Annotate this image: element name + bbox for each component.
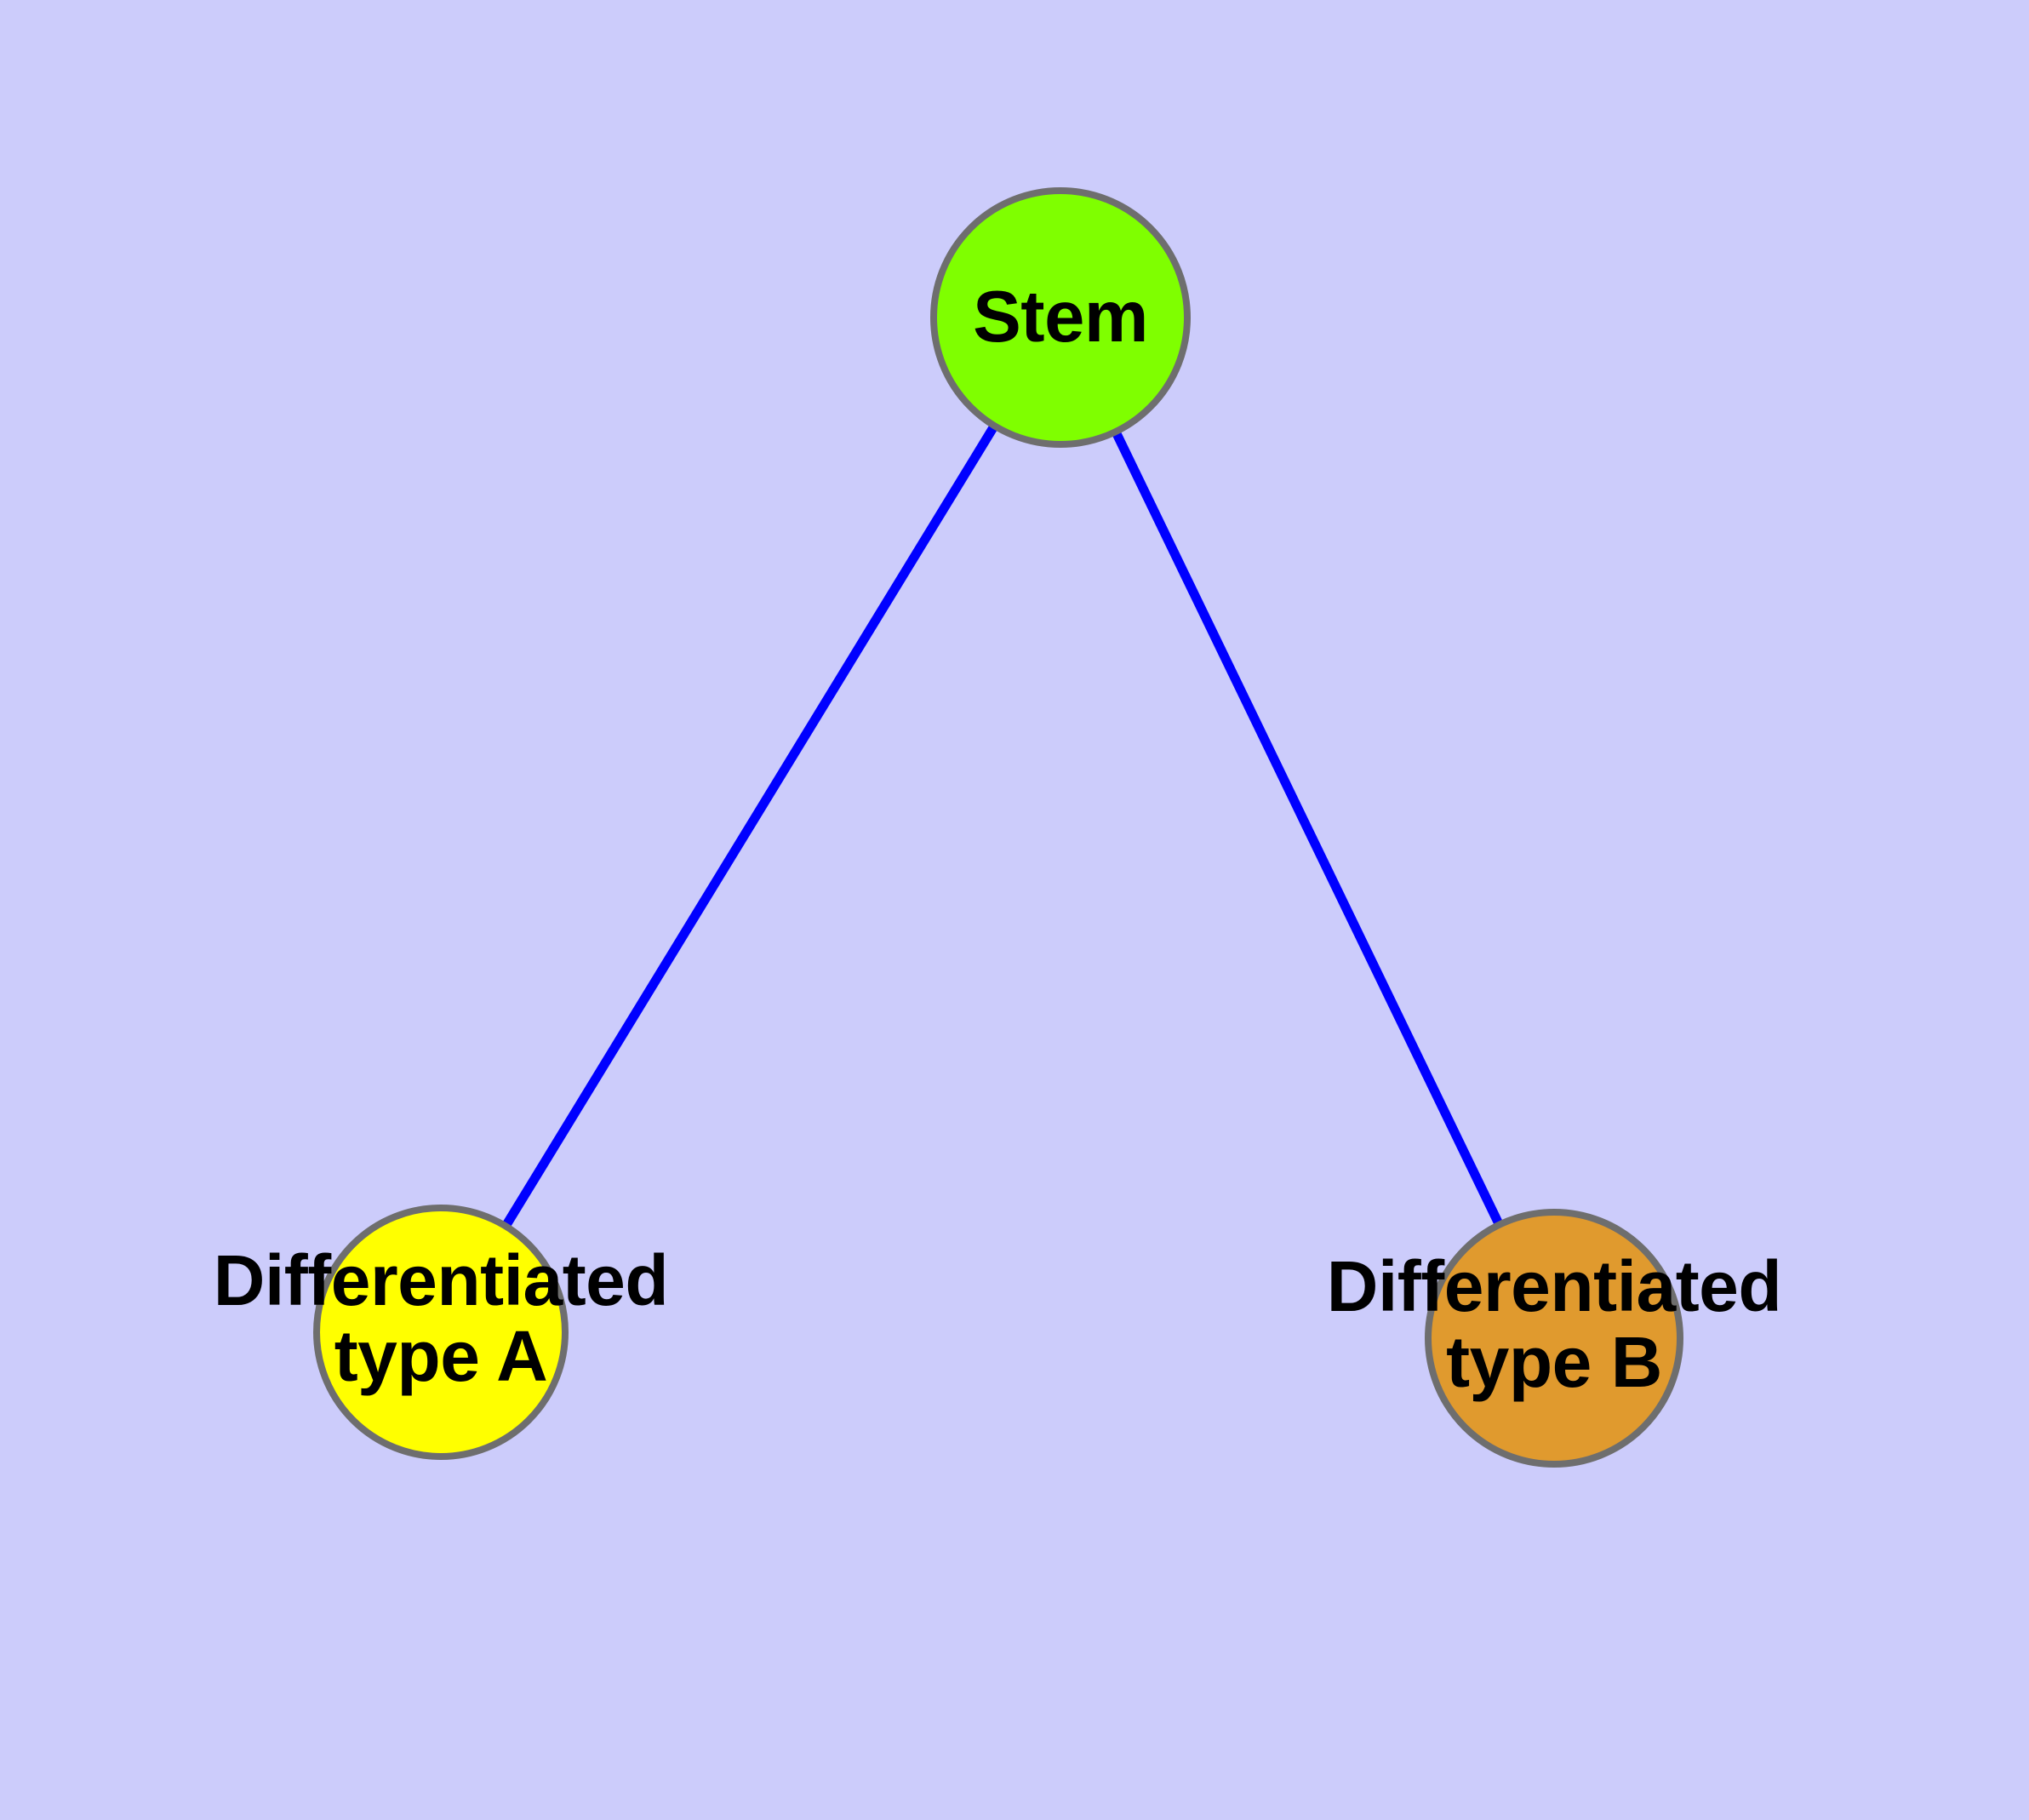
node-differentiated-type-b[interactable] — [1425, 1209, 1683, 1468]
node-stem[interactable] — [930, 187, 1191, 448]
node-differentiated-type-a[interactable] — [313, 1205, 569, 1460]
edge-stem-to-diff-a[interactable] — [501, 423, 999, 1229]
edge-stem-to-diff-b[interactable] — [1111, 429, 1504, 1228]
